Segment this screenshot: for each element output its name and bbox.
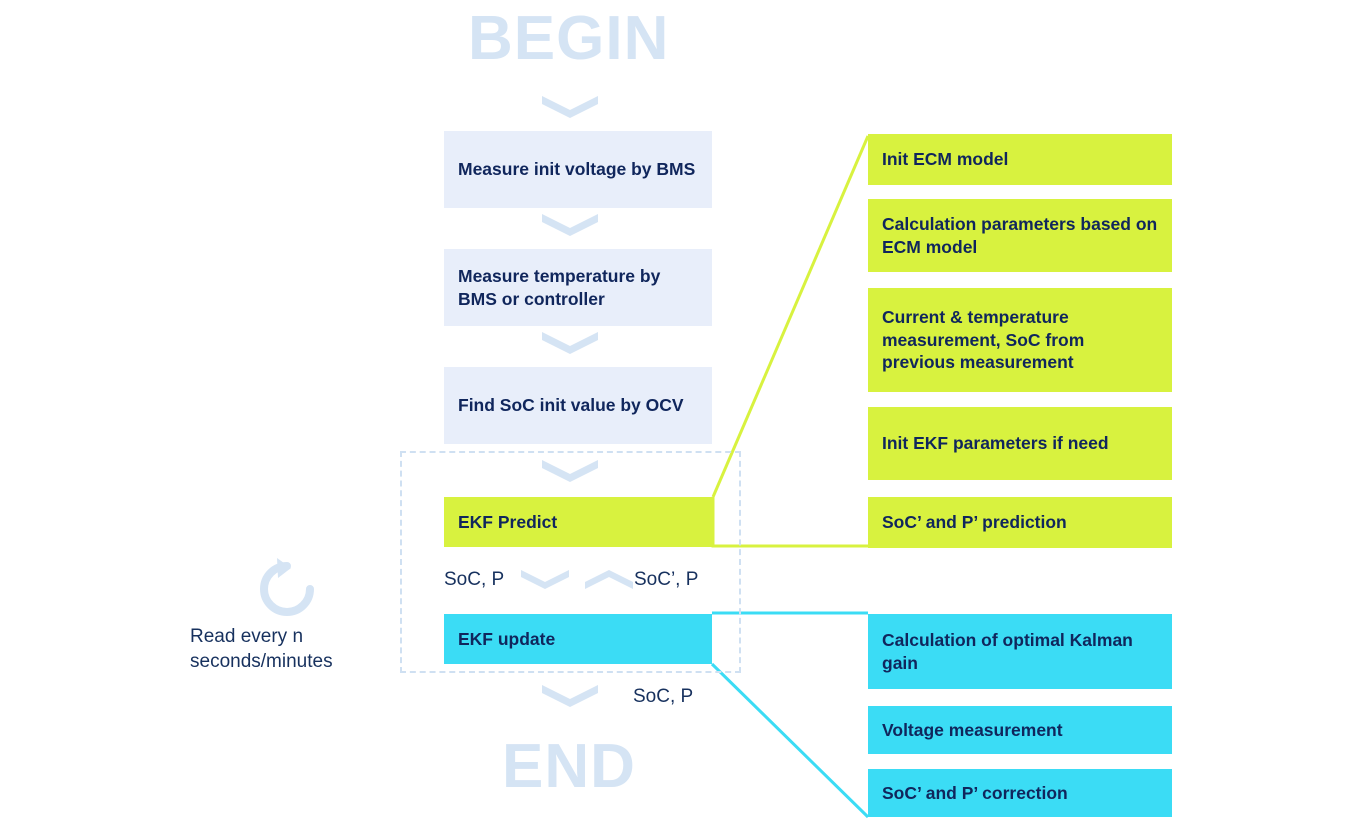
detail-label: Init ECM model [882, 149, 1009, 170]
predict-detail-item-2[interactable]: Current & temperature measurement, SoC f… [868, 288, 1172, 392]
step-label: Measure init voltage by BMS [458, 159, 696, 180]
loop-group-boundary [400, 451, 741, 673]
loop-refresh-icon [250, 552, 324, 626]
detail-label: Calculation parameters based on ECM mode… [882, 214, 1158, 257]
step-label: Measure temperature by BMS or controller [458, 266, 661, 309]
step-ekf-predict[interactable]: EKF Predict [444, 497, 712, 547]
predict-detail-item-4[interactable]: SoC’ and P’ prediction [868, 497, 1172, 548]
end-terminal: END [502, 732, 636, 801]
update-detail-item-2[interactable]: SoC’ and P’ correction [868, 769, 1172, 817]
detail-label: SoC’ and P’ correction [882, 782, 1068, 803]
predict-connector-upper [711, 135, 870, 498]
step-ekf-update[interactable]: EKF update [444, 614, 712, 664]
detail-label: Current & temperature measurement, SoC f… [882, 307, 1085, 373]
detail-label: Voltage measurement [882, 719, 1063, 740]
loop-note-text: Read every n seconds/minutes [190, 626, 333, 673]
step-label: Find SoC init value by OCV [458, 395, 684, 416]
label-soc-prime-p-out: SoC’, P [634, 569, 699, 590]
detail-label: Calculation of optimal Kalman gain [882, 630, 1133, 673]
arrow-update-to-predict [585, 570, 633, 589]
step-label: EKF Predict [458, 511, 558, 532]
detail-label: Init EKF parameters if need [882, 433, 1109, 454]
arrow-begin-to-step1 [542, 96, 598, 118]
step-label: EKF update [458, 628, 556, 649]
arrow-step2-to-step3 [542, 332, 598, 354]
arrow-update-to-end [542, 685, 598, 707]
begin-terminal: BEGIN [468, 4, 670, 73]
predict-detail-item-1[interactable]: Calculation parameters based on ECM mode… [868, 199, 1172, 272]
step-measure-temperature[interactable]: Measure temperature by BMS or controller [444, 249, 712, 326]
arrow-predict-to-update [521, 570, 569, 589]
label-soc-p-out: SoC, P [633, 686, 694, 707]
update-detail-item-0[interactable]: Calculation of optimal Kalman gain [868, 614, 1172, 689]
update-detail-item-1[interactable]: Voltage measurement [868, 706, 1172, 754]
arrow-step3-to-ekf-predict [542, 460, 598, 482]
step-measure-init-voltage[interactable]: Measure init voltage by BMS [444, 131, 712, 208]
label-soc-p-in: SoC, P [444, 569, 505, 590]
step-find-soc-init[interactable]: Find SoC init value by OCV [444, 367, 712, 444]
predict-detail-item-3[interactable]: Init EKF parameters if need [868, 407, 1172, 480]
update-connector-lower [710, 662, 870, 819]
predict-detail-item-0[interactable]: Init ECM model [868, 134, 1172, 185]
arrow-step1-to-step2 [542, 214, 598, 236]
detail-label: SoC’ and P’ prediction [882, 512, 1067, 533]
